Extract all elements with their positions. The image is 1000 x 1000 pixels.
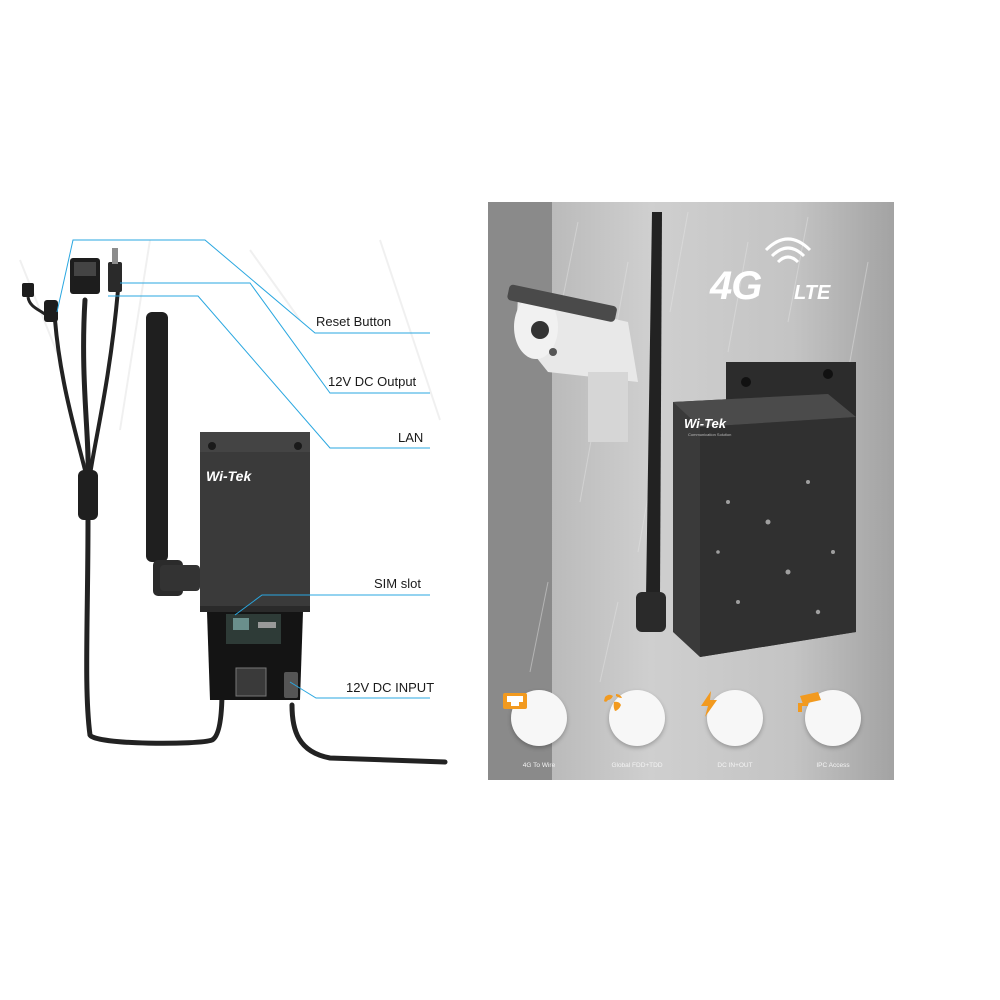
- feature-global-fdd-tdd: Global FDD+TDD: [600, 690, 674, 769]
- lan-connector: [70, 258, 100, 294]
- product-diagram: Wi-Tek Reset Button 12V DC Output LAN SI…: [0, 0, 480, 1000]
- feature-circle: [701, 690, 763, 746]
- poster-antenna: [636, 212, 666, 632]
- label-reset-button: Reset Button: [316, 314, 392, 329]
- feature-ipc-access: IPC Access: [796, 690, 870, 769]
- feature-circle: [604, 690, 665, 746]
- device-open-compartment: [207, 612, 303, 700]
- product-poster: 4G LTE Wi-Tek Communication Solution 4G …: [488, 202, 894, 780]
- signal-arcs-icon: [764, 237, 812, 264]
- diagram-artwork: [19, 239, 448, 765]
- feature-dc-in-out: DC IN+OUT: [698, 690, 772, 769]
- headline-4g: 4G: [710, 264, 762, 308]
- device-logo: Wi-Tek: [206, 468, 252, 484]
- poster-device: [673, 394, 856, 657]
- y-cable: [53, 288, 448, 765]
- callout-lines: [56, 239, 430, 699]
- label-dc-output: 12V DC Output: [328, 374, 417, 389]
- cable-boot: [78, 470, 98, 520]
- headline-lte: LTE: [794, 282, 831, 304]
- cctv-camera: [507, 284, 638, 442]
- feature-circle: [798, 690, 861, 746]
- label-sim-slot: SIM slot: [374, 576, 421, 591]
- label-dc-input: 12V DC INPUT: [346, 680, 435, 695]
- feature-label: 4G To Wire: [522, 762, 556, 769]
- poster-device-tagline: Communication Solution: [688, 432, 732, 437]
- label-lan: LAN: [398, 430, 424, 445]
- poster-device-logo: Wi-Tek: [684, 416, 727, 431]
- feature-4g-to-wire: 4G To Wire: [502, 690, 576, 769]
- feature-label: IPC Access: [816, 762, 850, 769]
- dc-output-plug: [108, 248, 122, 292]
- antenna: [146, 312, 200, 596]
- lightning-bolt-icon: [701, 691, 717, 717]
- cctv-camera-icon: [798, 692, 821, 712]
- reset-button-cable: [22, 283, 58, 322]
- device-body: [200, 432, 310, 612]
- ethernet-port-icon: [503, 693, 527, 709]
- feature-label: DC IN+OUT: [717, 762, 753, 769]
- globe-icon: [604, 694, 622, 711]
- feature-circle: [503, 690, 567, 746]
- poster-artwork: [488, 202, 869, 780]
- feature-label: Global FDD+TDD: [611, 762, 663, 769]
